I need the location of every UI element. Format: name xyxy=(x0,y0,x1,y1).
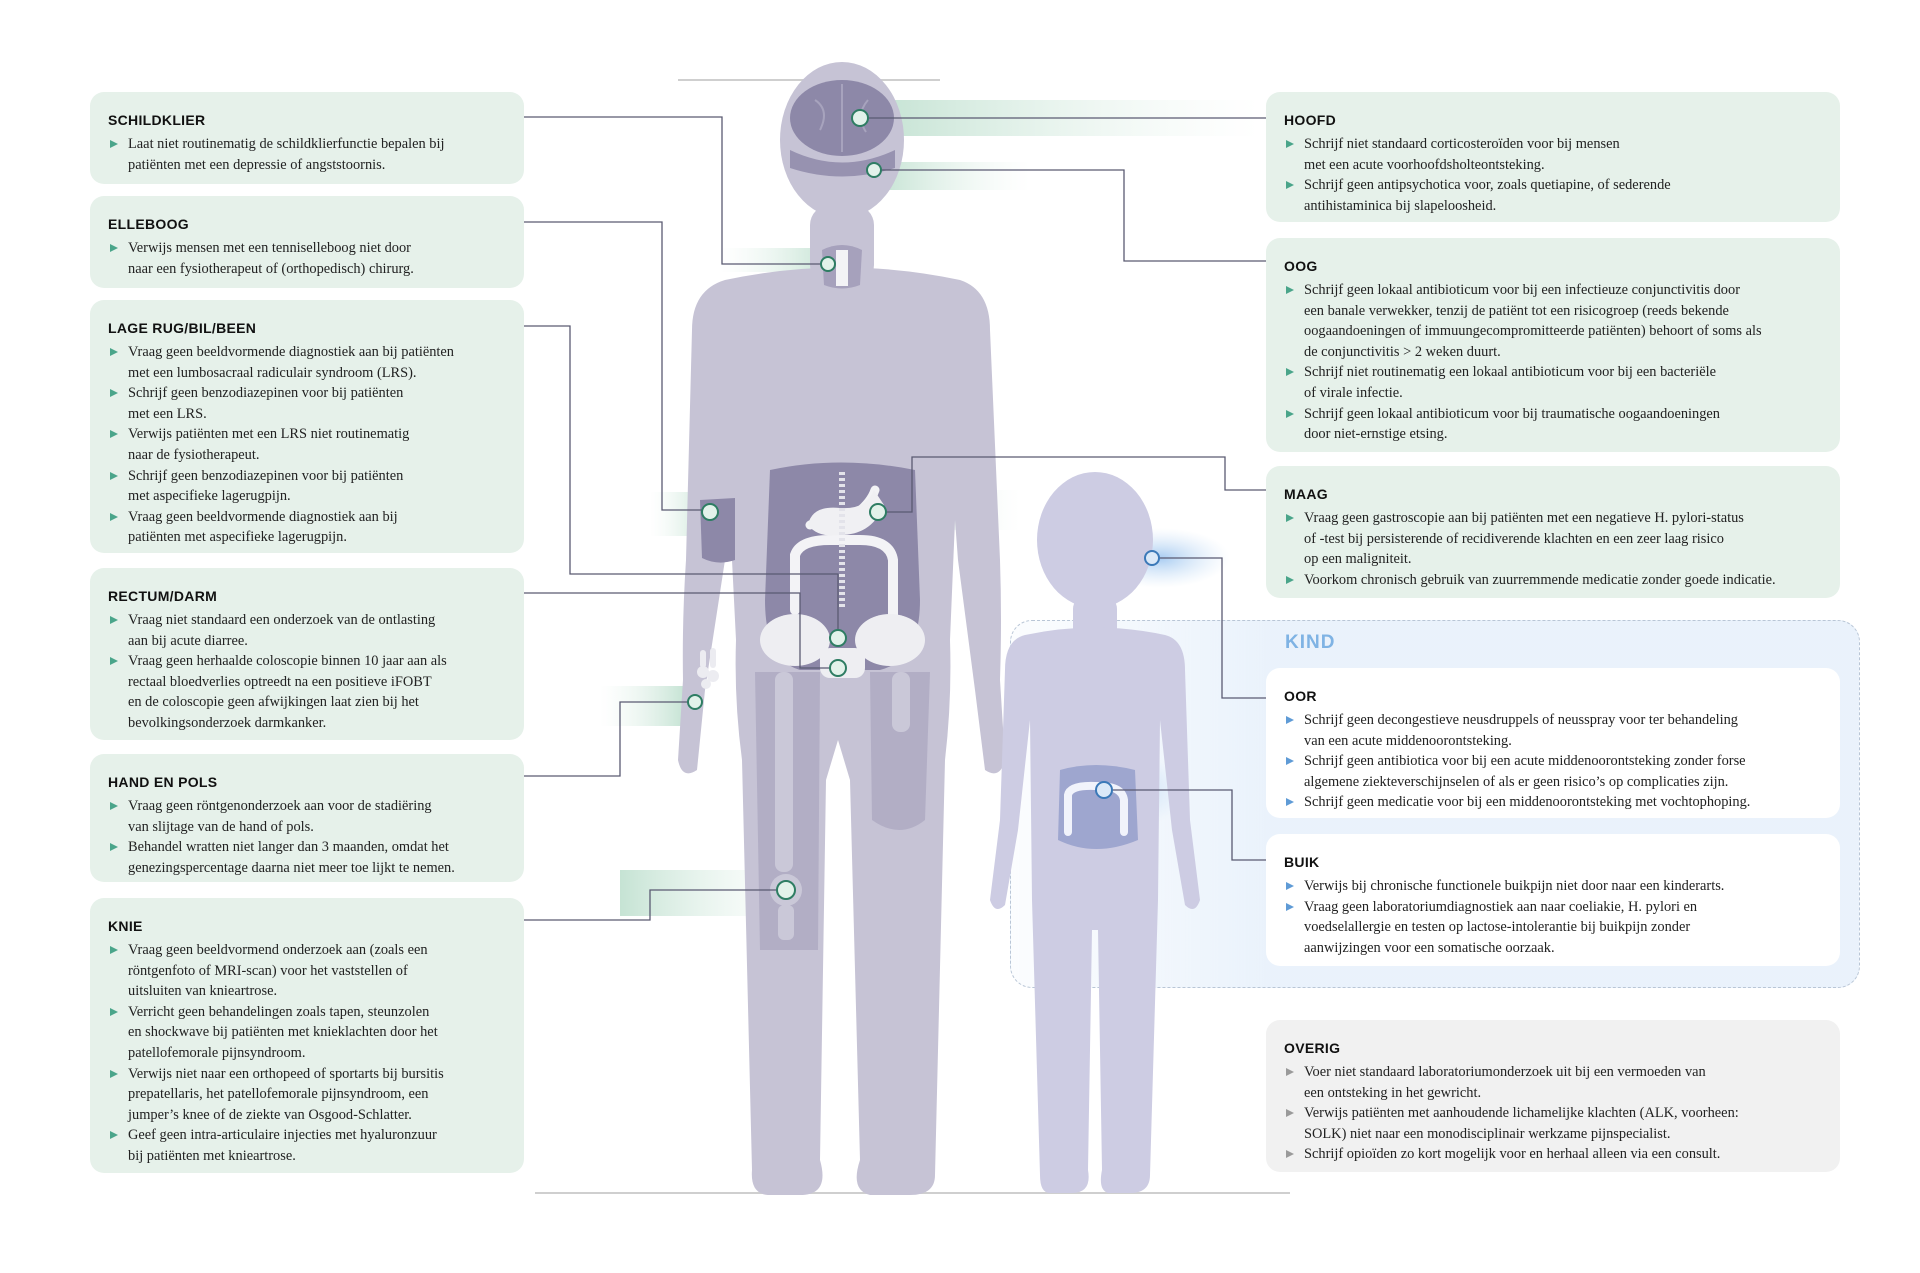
right-leg-cut xyxy=(870,672,930,830)
child-intestine xyxy=(1064,781,1128,836)
guideline-item: Laat niet routinematig de schildklierfun… xyxy=(108,134,506,175)
marker-maag xyxy=(869,503,887,521)
guideline-item: Vraag geen gastroscopie aan bij patiënte… xyxy=(1284,508,1822,570)
marker-hand xyxy=(687,694,703,710)
guideline-item: Voorkom chronisch gebruik van zuurremmen… xyxy=(1284,570,1822,591)
panel-title: RECTUM/DARM xyxy=(108,588,218,604)
guideline-item: Vraag geen herhaalde coloscopie binnen 1… xyxy=(108,651,506,733)
panel-oog: OOG Schrijf geen lokaal antibioticum voo… xyxy=(1266,238,1840,452)
guideline-item: Schrijf geen lokaal antibioticum voor bi… xyxy=(1284,404,1822,445)
guideline-item: Vraag geen röntgenonderzoek aan voor de … xyxy=(108,796,506,837)
marker-elleboog xyxy=(701,503,719,521)
panel-title: MAAG xyxy=(1284,486,1328,502)
left-leg-cut xyxy=(755,672,820,950)
panel-title: BUIK xyxy=(1284,854,1320,870)
guideline-item: Vraag niet standaard een onderzoek van d… xyxy=(108,610,506,651)
guideline-item: Schrijf geen lokaal antibioticum voor bi… xyxy=(1284,280,1822,362)
panel-overig: OVERIG Voer niet standaard laboratoriumo… xyxy=(1266,1020,1840,1172)
kind-title: KIND xyxy=(1285,632,1336,653)
glow-oog xyxy=(880,162,1030,190)
panel-title: KNIE xyxy=(108,918,143,934)
panel-rectum: RECTUM/DARM Vraag niet standaard een ond… xyxy=(90,568,524,740)
line-schildklier xyxy=(520,116,836,265)
line-knie xyxy=(516,889,780,921)
panel-hand: HAND EN POLS Vraag geen röntgenonderzoek… xyxy=(90,754,524,882)
connector-lines xyxy=(405,116,1280,921)
marker-schildklier xyxy=(820,256,836,272)
panel-title: OVERIG xyxy=(1284,1040,1341,1056)
guideline-item: Verwijs mensen met een tenniselleboog ni… xyxy=(108,238,506,279)
marker-oog xyxy=(866,162,882,178)
guideline-item: Vraag geen laboratoriumdiagnostiek aan n… xyxy=(1284,897,1822,959)
panel-hoofd: HOOFD Schrijf niet standaard corticoster… xyxy=(1266,92,1840,222)
line-lage-rug xyxy=(520,325,839,637)
line-hand xyxy=(514,701,695,777)
stomach xyxy=(808,490,884,536)
panel-buik: BUIK Verwijs bij chronische functionele … xyxy=(1266,834,1840,966)
guideline-item: Voer niet standaard laboratoriumonderzoe… xyxy=(1284,1062,1822,1103)
line-elleboog xyxy=(430,221,712,511)
guideline-item: Behandel wratten niet langer dan 3 maand… xyxy=(108,837,506,878)
line-oog xyxy=(880,169,1280,262)
marker-oor xyxy=(1144,550,1160,566)
wrist-bones xyxy=(697,648,719,689)
panel-title: LAGE RUG/BIL/BEEN xyxy=(108,320,257,336)
glow-hand xyxy=(600,686,685,726)
guideline-item: Vraag geen beeldvormende diagnostiek aan… xyxy=(108,507,506,548)
guideline-item: Schrijf opioïden zo kort mogelijk voor e… xyxy=(1284,1144,1822,1165)
line-oor xyxy=(1152,557,1280,699)
panel-title: SCHILDKLIER xyxy=(108,112,206,128)
marker-buik xyxy=(1095,781,1113,799)
thyroid xyxy=(836,250,848,286)
guideline-item: Schrijf geen antipsychotica voor, zoals … xyxy=(1284,175,1822,216)
child-body xyxy=(990,472,1200,1193)
panel-title: ELLEBOOG xyxy=(108,216,189,232)
guideline-item: Schrijf geen benzodiazepinen voor bij pa… xyxy=(108,383,506,424)
guideline-item: Geef geen intra-articulaire injecties me… xyxy=(108,1125,506,1166)
panel-oor: OOR Schrijf geen decongestieve neusdrupp… xyxy=(1266,668,1840,818)
guideline-item: Verwijs niet naar een orthopeed of sport… xyxy=(108,1064,506,1126)
panel-elleboog: ELLEBOOG Verwijs mensen met een tennisel… xyxy=(90,196,524,288)
guideline-item: Verricht geen behandelingen zoals tapen,… xyxy=(108,1002,506,1064)
line-rectum xyxy=(405,592,838,669)
panel-maag: MAAG Vraag geen gastroscopie aan bij pat… xyxy=(1266,466,1840,598)
guideline-item: Schrijf geen decongestieve neusdruppels … xyxy=(1284,710,1822,751)
line-buik xyxy=(1106,789,1280,861)
panel-title: HOOFD xyxy=(1284,112,1337,128)
guideline-item: Verwijs patiënten met een LRS niet routi… xyxy=(108,424,506,465)
panel-lage-rug: LAGE RUG/BIL/BEEN Vraag geen beeldvormen… xyxy=(90,300,524,553)
guideline-item: Schrijf niet standaard corticosteroïden … xyxy=(1284,134,1822,175)
guideline-item: Vraag geen beeldvormend onderzoek aan (z… xyxy=(108,940,506,1002)
panel-title: OOR xyxy=(1284,688,1317,704)
guideline-item: Schrijf geen medicatie voor bij een midd… xyxy=(1284,792,1822,813)
marker-hoofd xyxy=(851,109,869,127)
marker-rectum xyxy=(829,659,847,677)
guideline-item: Vraag geen beeldvormende diagnostiek aan… xyxy=(108,342,506,383)
guideline-item: Schrijf geen antibiotica voor bij een ac… xyxy=(1284,751,1822,792)
guideline-item: Schrijf niet routinematig een lokaal ant… xyxy=(1284,362,1822,403)
marker-lage-rug xyxy=(829,629,847,647)
guideline-item: Schrijf geen benzodiazepinen voor bij pa… xyxy=(108,466,506,507)
markers xyxy=(687,109,1160,900)
guideline-item: Verwijs bij chronische functionele buikp… xyxy=(1284,876,1822,897)
guideline-item: Verwijs patiënten met aanhoudende licham… xyxy=(1284,1103,1822,1144)
panel-title: HAND EN POLS xyxy=(108,774,218,790)
line-maag xyxy=(882,456,1280,513)
marker-knie xyxy=(776,880,796,900)
panel-title: OOG xyxy=(1284,258,1318,274)
panel-schildklier: SCHILDKLIER Laat niet routinematig de sc… xyxy=(90,92,524,184)
panel-knie: KNIE Vraag geen beeldvormend onderzoek a… xyxy=(90,898,524,1173)
pelvis-bones xyxy=(760,614,925,678)
